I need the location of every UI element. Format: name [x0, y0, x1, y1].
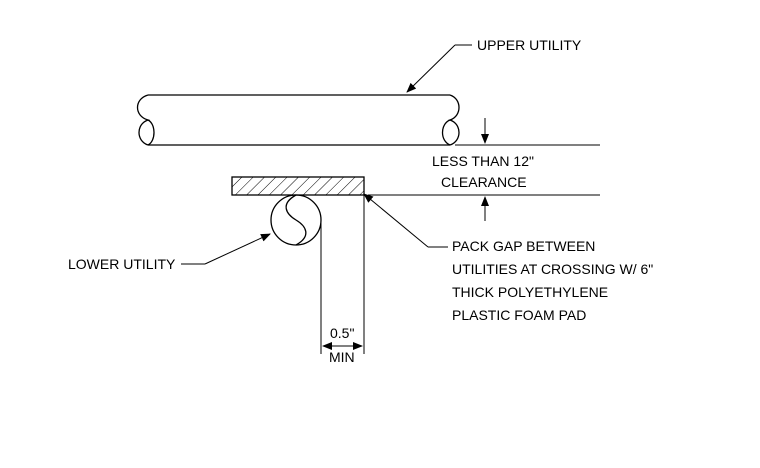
- pack-gap-label-line3: THICK POLYETHYLENE: [452, 284, 608, 300]
- upper-utility-leader: [406, 44, 472, 93]
- min-dimension-label: MIN: [329, 349, 355, 365]
- clearance-dimension: [368, 118, 600, 221]
- foam-pad: [231, 176, 365, 196]
- pack-gap-label-line2: UTILITIES AT CROSSING W/ 6": [452, 261, 653, 277]
- pack-gap-label-line1: PACK GAP BETWEEN: [452, 238, 595, 254]
- min-dimension-value: 0.5": [330, 325, 354, 341]
- pack-gap-label-line4: PLASTIC FOAM PAD: [452, 307, 586, 323]
- clearance-label-line2: CLEARANCE: [441, 174, 527, 190]
- lower-utility-pipe: [270, 194, 322, 246]
- upper-utility-label: UPPER UTILITY: [477, 37, 582, 53]
- lower-utility-leader: [181, 233, 271, 265]
- pack-gap-leader: [363, 193, 448, 248]
- lower-utility-label: LOWER UTILITY: [68, 256, 176, 272]
- clearance-label-line1: LESS THAN 12": [432, 153, 534, 169]
- upper-utility-pipe: [136, 94, 460, 146]
- min-offset-dimension: [320, 195, 365, 354]
